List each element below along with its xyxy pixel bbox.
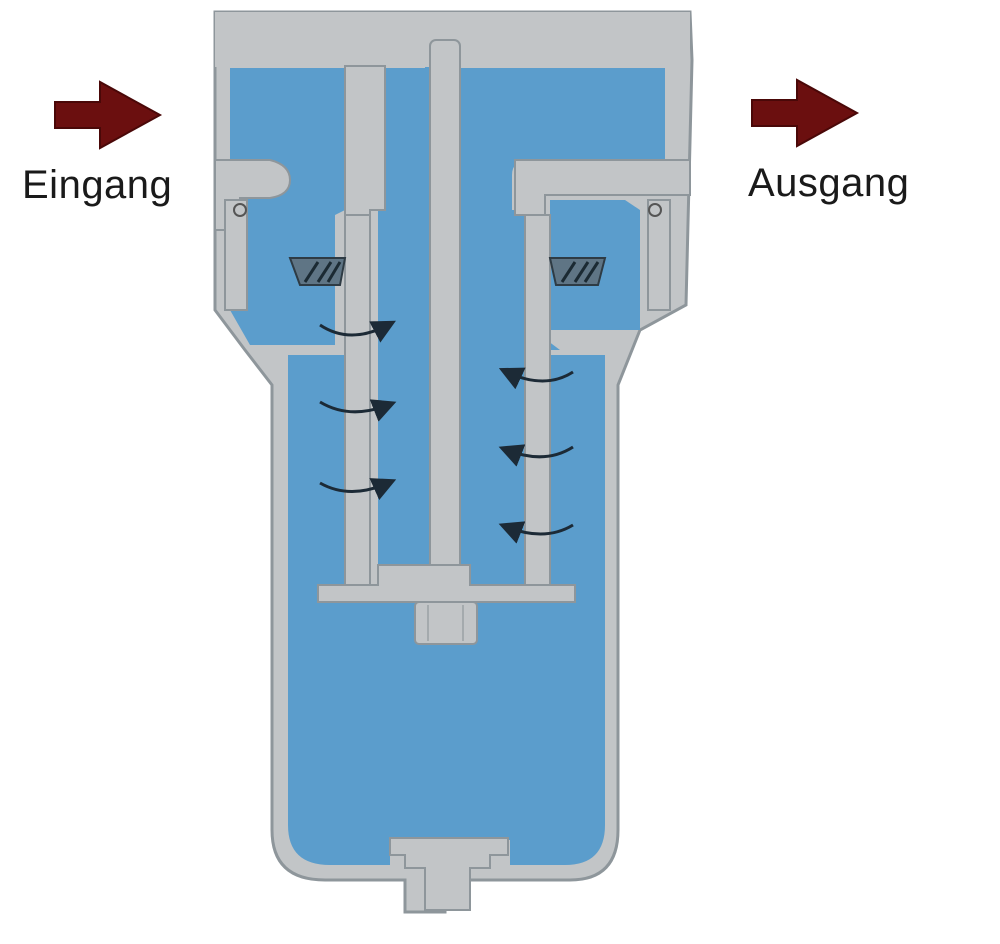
baffle-plate xyxy=(317,564,576,603)
right-o-ring xyxy=(648,203,662,217)
inlet-arrow-icon xyxy=(54,80,163,150)
deflector-tee xyxy=(344,65,386,216)
deflector-vanes-right xyxy=(548,257,607,286)
curved-flow-arrow-icon xyxy=(498,444,574,467)
curved-flow-arrow-icon xyxy=(319,399,397,422)
inlet-label: Eingang xyxy=(22,163,173,207)
curved-flow-arrow-icon xyxy=(319,478,397,501)
deflector-vanes-left xyxy=(288,257,347,286)
curved-flow-arrow-icon xyxy=(498,367,574,390)
water-top-gap xyxy=(378,40,665,585)
drain-plug xyxy=(389,837,509,911)
filter-tube-left xyxy=(344,214,371,586)
curved-flow-arrow-icon xyxy=(319,320,396,343)
outlet-label: Ausgang xyxy=(748,161,910,205)
rod-nut xyxy=(414,601,478,645)
center-rod xyxy=(429,39,461,606)
outlet-port xyxy=(514,159,691,216)
filter-tube-right xyxy=(524,214,551,586)
left-o-ring xyxy=(233,203,247,217)
water-bowl xyxy=(288,355,605,865)
curved-flow-arrow-icon xyxy=(498,521,574,544)
right-seal xyxy=(647,199,671,311)
outlet-arrow-icon xyxy=(751,78,860,148)
left-seal xyxy=(224,199,248,311)
